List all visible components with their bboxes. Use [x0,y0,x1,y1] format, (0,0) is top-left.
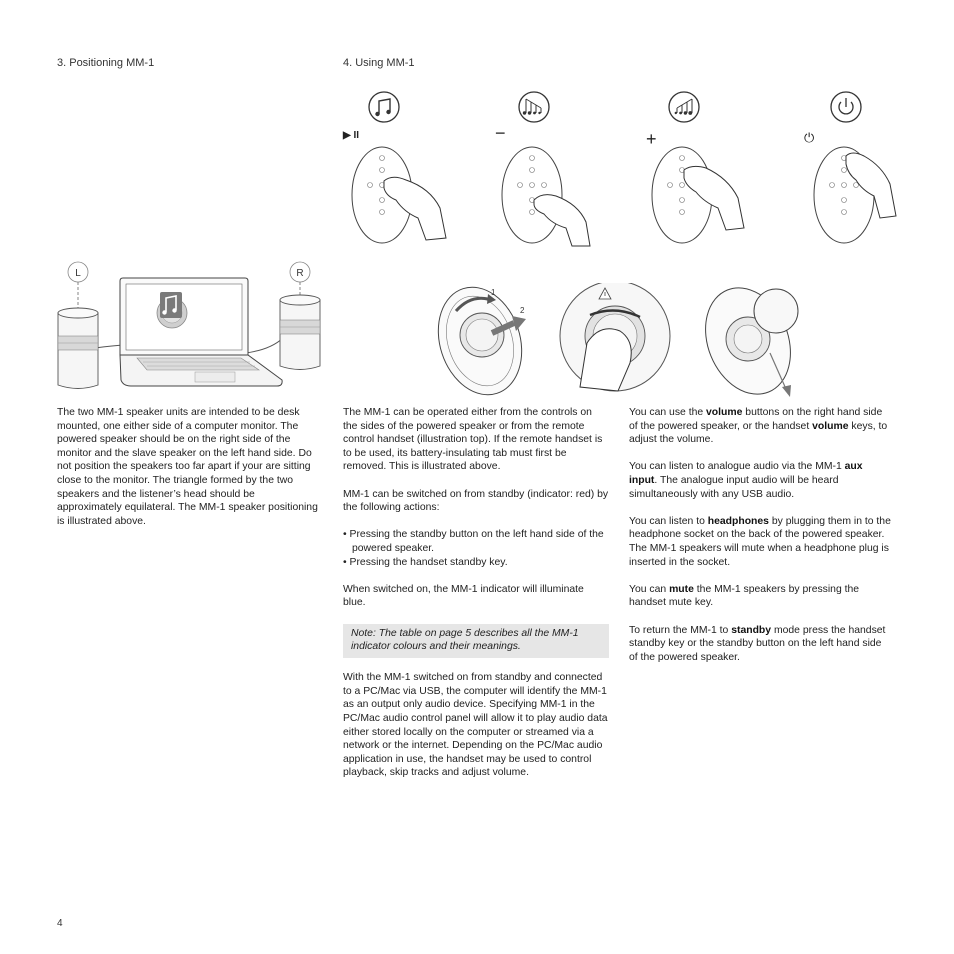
remote-standby-illustration [813,91,897,244]
remote-volume-down-illustration [501,91,591,247]
volume-paragraph: You can use the volume buttons on the ri… [629,407,888,446]
standby-label: ⏻ [804,130,815,145]
remote-play-illustration [351,91,447,244]
headphones-paragraph: You can listen to headphones by plugging… [629,515,891,568]
remote-coin-cover [705,287,799,397]
right-speaker [279,294,321,370]
volume-down-panel [490,88,610,248]
left-speaker-label: L [67,261,89,308]
standby-panel [790,88,900,248]
standby-paragraph: To return the MM-1 to standby mode press… [629,624,886,663]
step-1-label: 1 [491,288,496,297]
volume-up-label: + [646,129,657,149]
volume-down-label: − [495,123,506,143]
music-note-icon [368,91,400,123]
section-3-heading: 3. Positioning MM-1 [57,57,155,69]
battery-closeup [559,283,671,392]
power-icon [830,91,862,123]
itunes-logo-icon [156,292,188,329]
right-speaker-label: R [289,261,311,296]
section-4-paragraph-2: MM-1 can be switched on from standby (in… [343,488,609,514]
aux-input-paragraph: You can listen to analogue audio via the… [629,461,863,500]
remote-back-tab-removal [437,286,526,396]
volume-up-panel [640,88,760,248]
play-pause-label: ▶ II [343,130,360,141]
page-number: 4 [57,918,63,929]
section-4-heading: 4. Using MM-1 [343,57,415,69]
indicator-colours-note: Note: The table on page 5 describes all … [343,623,609,658]
battery-tab-illustrations: 1 2 [437,283,799,397]
volume-down-notes-icon [518,91,550,123]
volume-up-notes-icon [668,91,700,123]
standby-actions-list: • Pressing the standby button on the lef… [343,528,609,569]
speaker-positioning-illustration: L R [57,261,321,389]
section-3-paragraph: The two MM-1 speaker units are intended … [57,407,318,527]
remote-volume-up-illustration [651,91,745,244]
remote-usage-row: ▶ II − [340,88,900,248]
list-item: • Pressing the standby button on the lef… [343,529,604,554]
section-4-paragraph-4: With the MM-1 switched on from standby a… [343,672,608,779]
mute-paragraph: You can mute the MM-1 speakers by pressi… [629,583,860,609]
list-item: • Pressing the handset standby key. [343,556,508,568]
play-pause-panel [340,88,460,248]
laptop [119,277,283,387]
section-4-paragraph-1: The MM-1 can be operated either from the… [343,407,603,473]
section-4-paragraph-3: When switched on, the MM-1 indicator wil… [343,583,584,609]
svg-text:L: L [75,268,81,279]
left-speaker [57,307,99,389]
step-2-label: 2 [520,306,525,315]
svg-text:R: R [296,268,303,279]
